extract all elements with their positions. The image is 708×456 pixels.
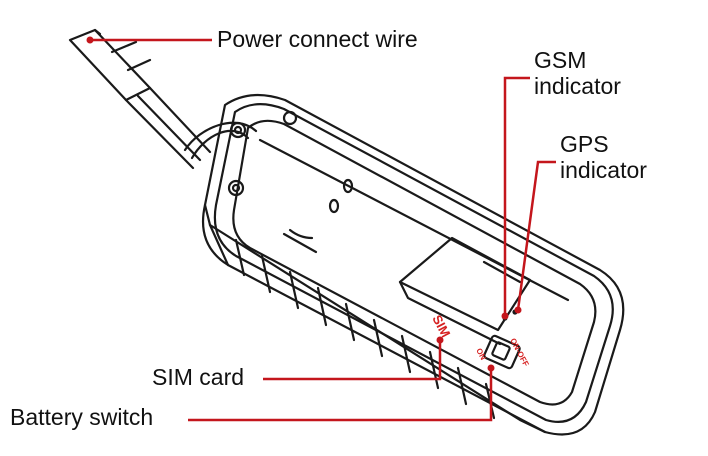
sim-marking: SIM [429,312,453,339]
sim-slot [398,236,532,346]
gps-indicator-label-line2: indicator [560,156,647,183]
gps-indicator-label: GPS indicator [560,131,647,184]
on-off-marking: ON-OFF [508,337,530,368]
gps-indicator-label-line1: GPS [560,131,609,157]
battery-switch-label: Battery switch [10,404,154,430]
gsm-indicator-label-line2: indicator [534,72,621,99]
gsm-indicator-label: GSM indicator [534,47,621,100]
battery-switch-leader [188,368,493,422]
power-connect-wire-label: Power connect wire [217,26,418,52]
battery-switch-body [483,334,521,370]
sim-leader [263,340,442,381]
gsm-leader [503,76,530,316]
gps-leader [516,160,556,311]
sim-card-label: SIM card [152,364,245,390]
gsm-indicator-label-line1: GSM [534,47,587,73]
